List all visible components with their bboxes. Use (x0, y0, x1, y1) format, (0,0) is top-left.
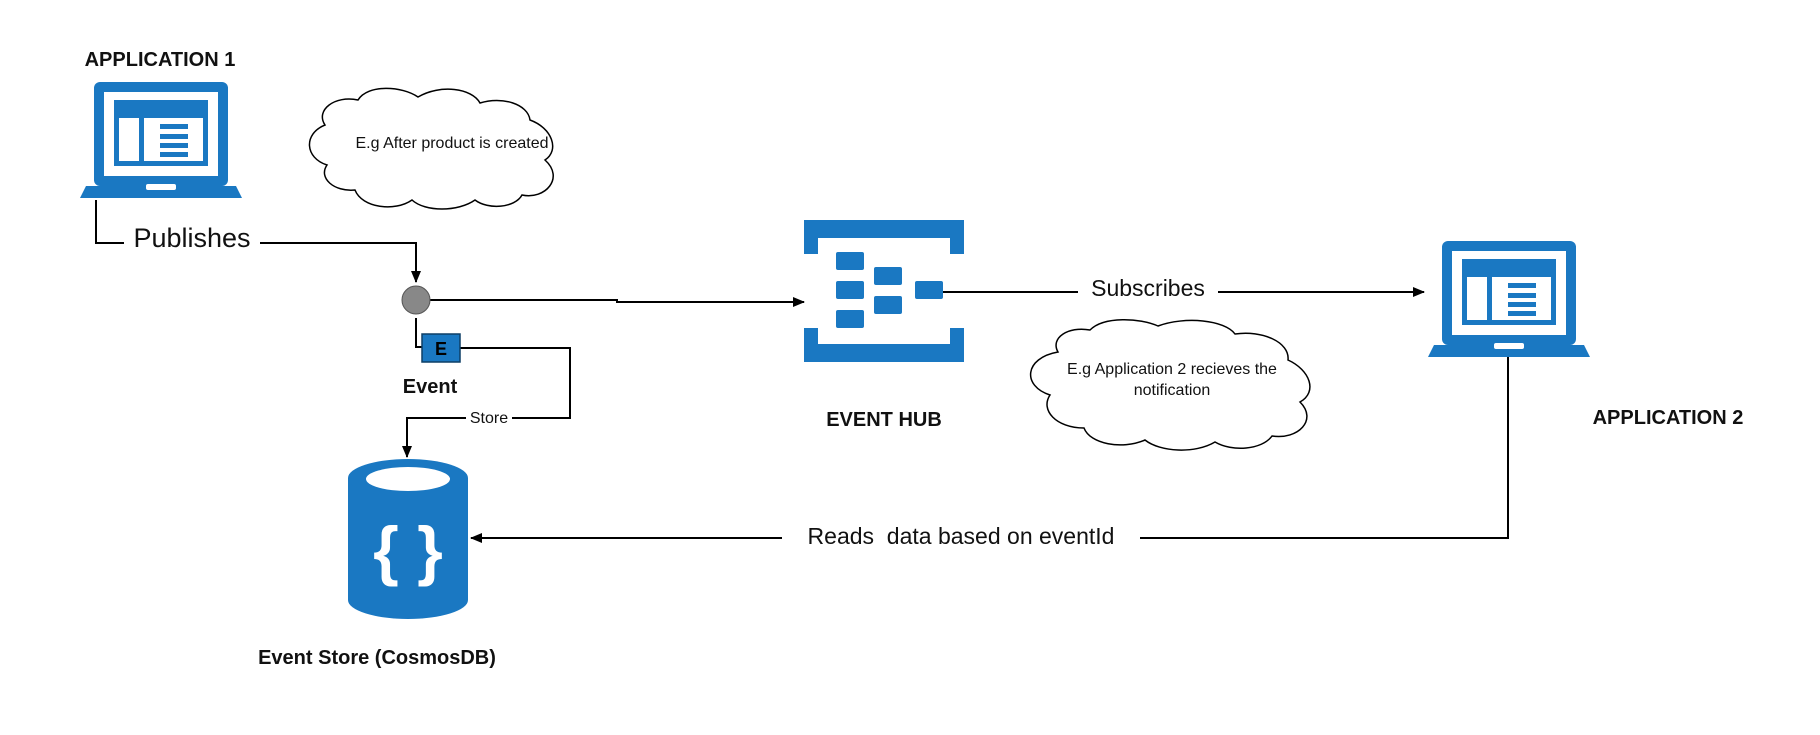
event-hub-icon (804, 220, 964, 362)
application-1-label: APPLICATION 1 (85, 49, 236, 71)
reads-label: Reads data based on eventId (808, 523, 1115, 549)
note-cloud-product-created: E.g After product is created (308, 87, 554, 210)
note-2-text-line-2: notification (1134, 382, 1211, 399)
subscribes-label: Subscribes (1091, 275, 1205, 301)
store-label: Store (470, 410, 508, 427)
junction-to-event-connector (415, 318, 422, 348)
note-2-text-line-1: E.g Application 2 recieves the (1067, 361, 1277, 378)
event-hub-label: EVENT HUB (826, 409, 942, 431)
event-icon: E (421, 333, 461, 363)
publish-junction-node (401, 285, 431, 315)
reads-connector (470, 354, 1509, 543)
cosmos-db-icon: { } (348, 459, 468, 619)
event-store-label: Event Store (CosmosDB) (258, 647, 496, 669)
event-badge: E (435, 339, 447, 359)
laptop-icon (80, 82, 242, 198)
store-connector (402, 347, 571, 458)
application-2-label: APPLICATION 2 (1593, 407, 1744, 429)
note-1-text: E.g After product is created (356, 135, 549, 152)
publishes-label: Publishes (133, 223, 250, 253)
laptop-icon (1428, 241, 1590, 357)
note-cloud-application-2-notified: E.g Application 2 recieves the notificat… (1030, 319, 1311, 451)
braces-glyph: { } (373, 513, 443, 587)
event-label: Event (403, 376, 458, 398)
junction-to-hub-connector (430, 297, 805, 307)
